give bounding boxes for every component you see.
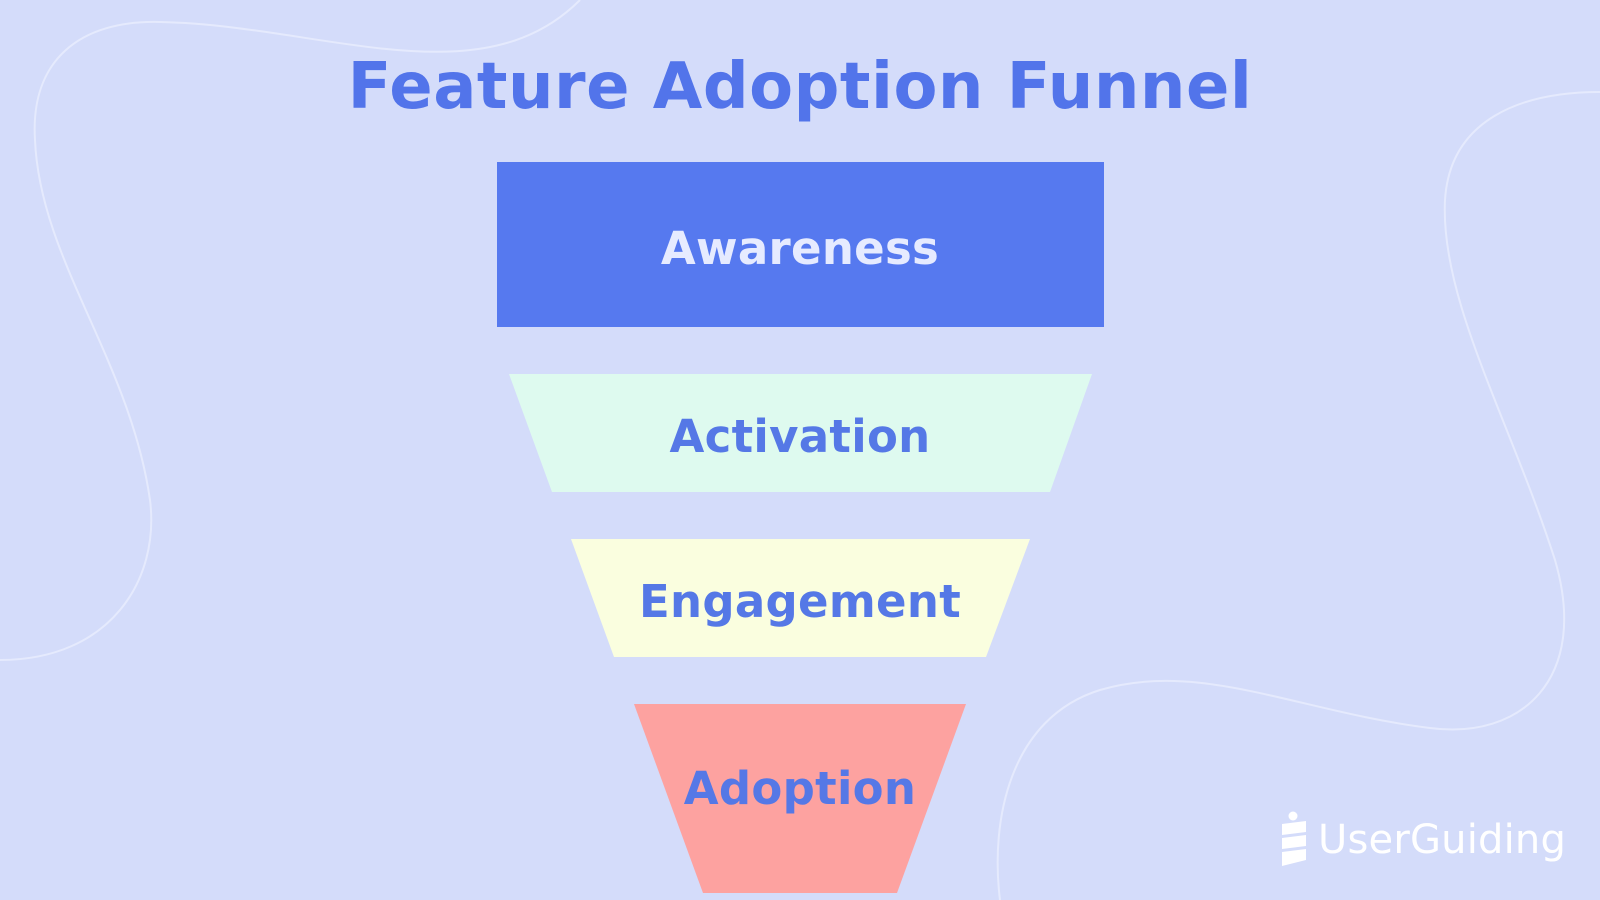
logo-text: UserGuiding	[1318, 817, 1567, 863]
userguiding-logo: UserGuiding	[1276, 810, 1566, 870]
decor-curve-left	[0, 0, 581, 661]
decor-curve-right	[996, 91, 1600, 900]
funnel-stage-label-awareness: Awareness	[660, 222, 940, 275]
userguiding-logo-icon	[1282, 811, 1306, 866]
funnel-stage-label-engagement: Engagement	[638, 575, 962, 628]
page-title: Feature Adoption Funnel	[347, 50, 1253, 124]
funnel-stage-adoption	[634, 704, 966, 893]
funnel-stage-label-adoption: Adoption	[683, 762, 917, 815]
funnel-stage-engagement	[571, 539, 1030, 657]
funnel-stage-activation	[509, 374, 1092, 492]
funnel-stage-awareness	[497, 162, 1104, 327]
funnel-stage-label-activation: Activation	[669, 410, 931, 463]
